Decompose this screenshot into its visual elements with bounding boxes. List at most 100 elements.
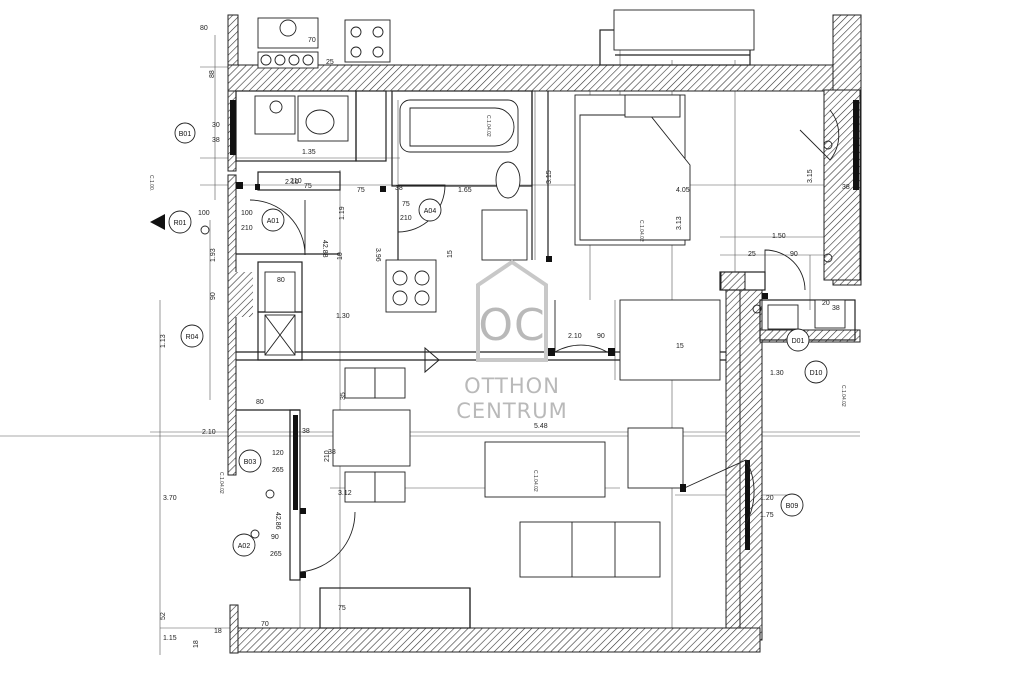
tag-a04: A04	[424, 208, 437, 215]
dim: 90	[790, 251, 798, 258]
dim: 42.88	[321, 240, 328, 258]
dim: 38	[842, 184, 850, 191]
dim: 90	[271, 534, 279, 541]
dim: 210	[290, 178, 302, 185]
dim: 3.12	[338, 490, 352, 497]
dim: 15	[447, 250, 454, 258]
dim: 1.20	[760, 495, 774, 502]
dim: 38	[395, 185, 403, 192]
dim: 210	[241, 225, 253, 232]
dim: 1.15	[163, 635, 177, 642]
dim: 90	[210, 292, 217, 300]
dim: 80	[277, 277, 285, 284]
dim: 1.19	[339, 206, 346, 220]
tag-a01: A01	[267, 218, 280, 225]
dim: 3.96	[374, 248, 381, 262]
dim: 210	[400, 215, 412, 222]
dim: 35	[340, 392, 347, 400]
dim: 4.05	[676, 187, 690, 194]
wall-junctions	[236, 182, 768, 578]
dim: 25	[326, 59, 334, 66]
dim: 1.30	[336, 313, 350, 320]
tag-b09: B09	[786, 503, 799, 510]
dim: 2.10	[568, 333, 582, 340]
tag-b01: B01	[179, 131, 192, 138]
dim: 5.48	[534, 423, 548, 430]
room-label: C.1.00.	[148, 175, 154, 191]
fixtures	[254, 9, 846, 578]
watermark-logo: OC	[478, 300, 545, 351]
dim: 120	[272, 450, 284, 457]
dim: 3.13	[676, 216, 683, 230]
watermark-line2: CENTRUM	[456, 399, 568, 423]
dim: 2.10	[285, 179, 299, 186]
dim: 1.30	[770, 370, 784, 377]
dim: 75	[304, 183, 312, 190]
dim: 1.35	[302, 149, 316, 156]
room-label: C.1.04.02	[532, 470, 538, 492]
dim: 2.10	[202, 429, 216, 436]
doors	[249, 109, 840, 573]
tag-d01: D01	[792, 338, 805, 345]
room-label: C.1.04.02	[485, 115, 491, 137]
watermark-line1: OTTHON	[464, 374, 560, 398]
dim: 3.15	[807, 169, 814, 183]
dim: 1.75	[760, 512, 774, 519]
exterior-walls	[227, 14, 862, 654]
tag-r04: R04	[186, 334, 199, 341]
dim: 10	[337, 252, 344, 260]
dimensions-bottom: 120 265 90 265 3.70 1.20 1.75 3.12 75 70…	[163, 449, 774, 642]
room-label: C.1.04.02	[638, 220, 644, 242]
room-label: C.1.04.02	[840, 385, 846, 407]
dim: 38	[302, 428, 310, 435]
dim: 18	[193, 640, 200, 648]
tag-b03: B03	[244, 459, 257, 466]
valve-icon	[424, 346, 440, 374]
watermark: OC OTTHON CENTRUM	[456, 259, 568, 423]
dim: 70	[308, 37, 316, 44]
dim: 18	[214, 628, 222, 635]
tag-r01: R01	[174, 220, 187, 227]
tag-labels: B01 R01 A01 A04 R04 B03 A02 B09 D10 D01	[174, 131, 823, 550]
dim: 265	[272, 467, 284, 474]
dim: 88	[209, 70, 216, 78]
dim: 75	[402, 201, 410, 208]
dim: 38	[212, 137, 220, 144]
dim: 80	[200, 25, 208, 32]
dimensions-mid: 80 1.30 2.10 90 15 38 20 1.30 5.48 2.10 …	[202, 277, 840, 436]
dim: 52	[160, 612, 167, 620]
dim: 20	[822, 300, 830, 307]
dim: 100	[198, 210, 210, 217]
dim: 3.15	[546, 170, 553, 184]
dim: 265	[270, 551, 282, 558]
tag-a02: A02	[238, 543, 251, 550]
dimensions-vertical: 88 3.15 3.13 3.15 1.19 10 90 1.13 210 15…	[160, 70, 814, 648]
socket-icons	[200, 140, 833, 539]
dim: 90	[597, 333, 605, 340]
dim: 75	[338, 605, 346, 612]
room-label: C.1.04.02	[218, 472, 224, 494]
dim: 30	[212, 122, 220, 129]
dim: 75	[357, 187, 365, 194]
windows	[230, 100, 859, 550]
dim: 1.65	[458, 187, 472, 194]
dim: 1.93	[210, 248, 217, 262]
dim: 38	[832, 305, 840, 312]
dim: 100	[241, 210, 253, 217]
dim: 38	[328, 449, 336, 456]
entrance-arrow-icon	[150, 214, 165, 230]
dim: 80	[256, 399, 264, 406]
dim: 70	[261, 621, 269, 628]
room-labels: C.1.04.02 C.1.04.02 C.1.04.02 C.1.04.02 …	[148, 115, 846, 494]
dim: 15	[676, 343, 684, 350]
dim: 3.70	[163, 495, 177, 502]
tag-circles	[168, 122, 828, 557]
dim: 42.86	[274, 512, 281, 530]
dim: 1.13	[160, 334, 167, 348]
tag-d10: D10	[810, 370, 823, 377]
dimensions-top: 80 70 25 30 38 1.35 2.10 75 75 1.65 4.05…	[198, 25, 850, 258]
dim: 25	[748, 251, 756, 258]
dim: 1.50	[772, 233, 786, 240]
interior-walls	[235, 29, 856, 629]
